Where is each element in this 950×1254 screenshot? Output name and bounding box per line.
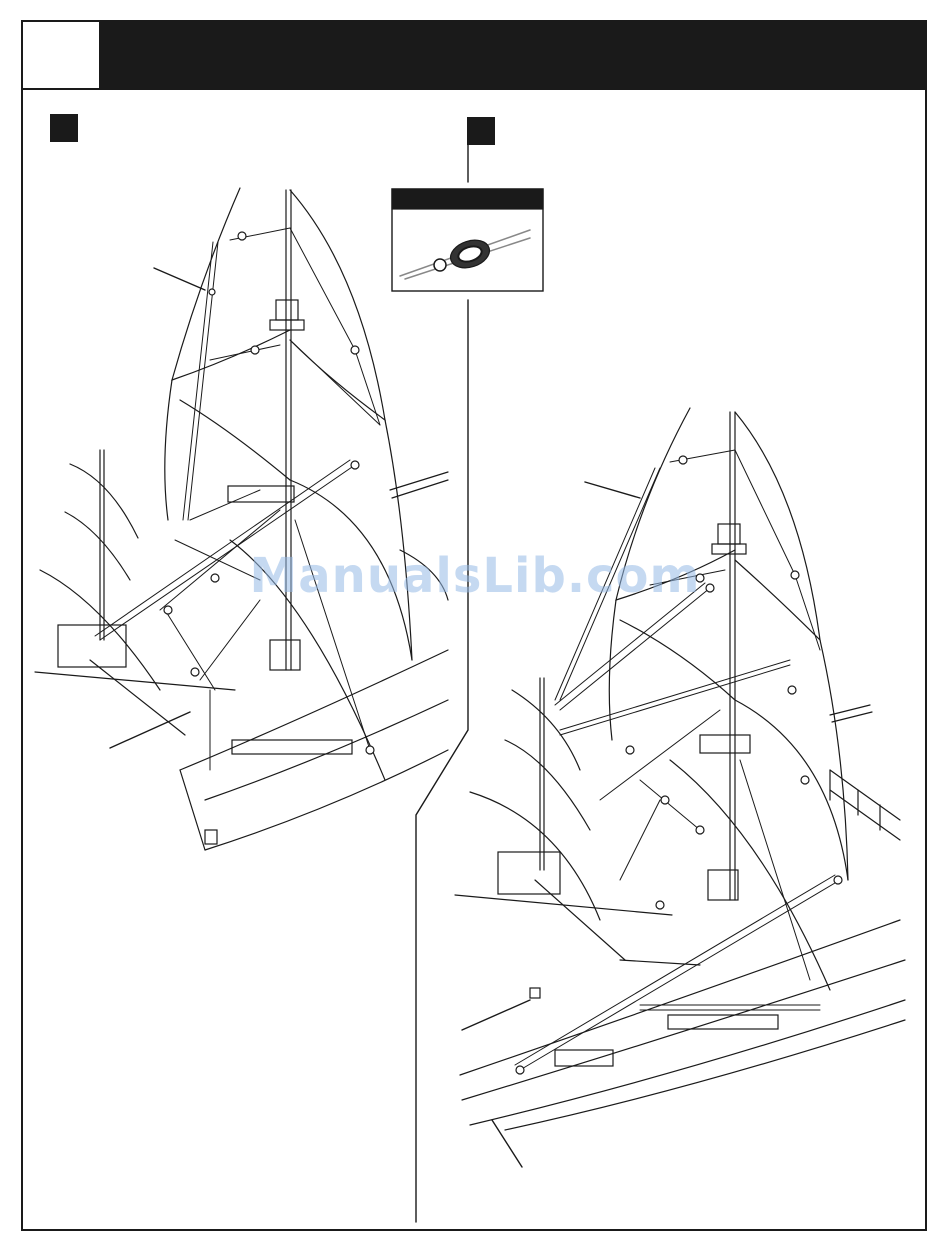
right-callout-leader-left bbox=[462, 1000, 530, 1030]
right-foremast bbox=[455, 678, 672, 960]
left-hull bbox=[180, 472, 448, 850]
left-main-mast bbox=[228, 190, 304, 670]
right-callout-leader-top bbox=[585, 482, 640, 498]
right-rigging-lines bbox=[515, 450, 840, 1070]
left-rigging-lines bbox=[95, 228, 380, 770]
right-main-mast bbox=[700, 412, 750, 900]
left-deadeye-blocks bbox=[164, 232, 374, 754]
left-ship-view bbox=[35, 188, 448, 850]
left-foremast bbox=[35, 450, 235, 735]
right-ship-view bbox=[455, 408, 905, 1167]
left-main-sails bbox=[165, 188, 412, 780]
right-main-sails bbox=[609, 408, 848, 990]
right-deadeye-blocks bbox=[516, 456, 842, 1074]
detail-inset bbox=[392, 189, 543, 291]
divider-line bbox=[416, 145, 468, 1222]
left-callout-leader-top bbox=[154, 268, 205, 290]
